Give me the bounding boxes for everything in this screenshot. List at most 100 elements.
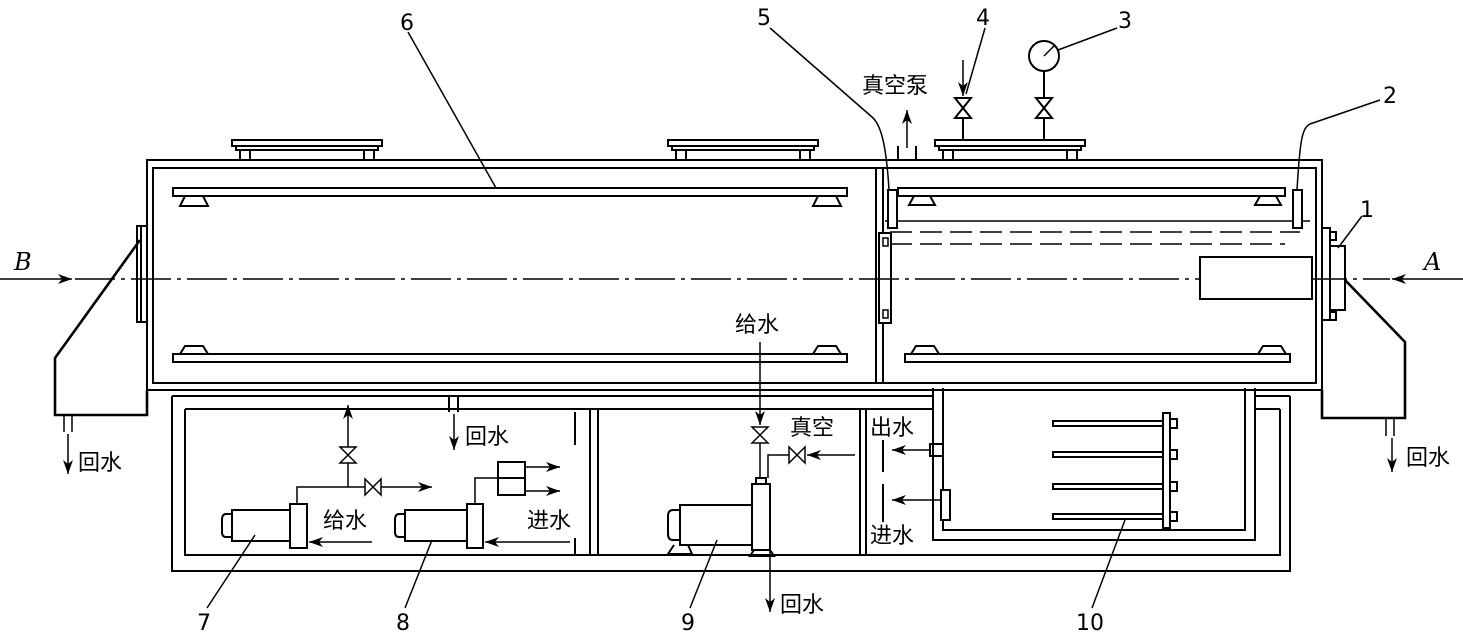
liquid-level: [885, 220, 1310, 245]
tank-10-in-label: 进水: [870, 524, 914, 549]
tank-10-outlet-stub: [929, 443, 943, 457]
vacuum-pipe: [897, 146, 917, 160]
gauge-needle: [1043, 45, 1055, 57]
right-top-rail: [897, 187, 1286, 197]
frame-outline: [171, 395, 1291, 572]
tank-10-inlet-stub: [940, 489, 951, 521]
part-9-pump: 给水 真空 回水: [666, 313, 855, 618]
leader-6: [407, 31, 497, 189]
left-chamber-rails: [172, 187, 848, 363]
pump-9-head: [751, 483, 771, 551]
left-bottom-rail: [172, 353, 848, 363]
center-axis: B A: [0, 248, 1463, 284]
vessel-walls: [146, 159, 1323, 391]
pump-7-body: [221, 509, 291, 542]
flange-right: [934, 139, 1086, 160]
pump-7-head: [289, 503, 308, 549]
chamber-divider-door: [878, 232, 892, 324]
pump-7-horizontal-valve: [364, 477, 382, 497]
leader-8: [404, 539, 433, 609]
right-return-pipes: [1385, 418, 1395, 436]
pump-9-vacuum-label: 真空: [790, 416, 834, 441]
flange-left: [231, 139, 383, 160]
part-10-tank: 出水 进水: [870, 388, 1256, 549]
part-number-6: 6: [400, 11, 414, 36]
part-number-5: 5: [757, 6, 771, 31]
tank-10-out-label: 出水: [870, 416, 914, 441]
leader-10: [1091, 519, 1126, 609]
leader-3: [1057, 27, 1118, 51]
right-bottom-rail-supports: [909, 345, 1288, 355]
right-door-support: 回水: [1320, 227, 1450, 472]
valve-4-symbol: [952, 97, 974, 140]
part-8-pump: 进水: [394, 461, 571, 549]
right-door: [1321, 227, 1346, 321]
pump-8-head: [466, 503, 484, 549]
part-number-10: 10: [1076, 611, 1104, 633]
part-number-9: 9: [681, 611, 695, 633]
leader-5: [769, 27, 890, 191]
pump-9-vacuum-piping: [767, 454, 789, 478]
tank-10-comb: [1052, 412, 1178, 529]
vacuum-pump-port: 真空泵: [862, 74, 928, 160]
part-3-gauge: [1028, 40, 1060, 140]
top-flanges: [231, 139, 1086, 160]
part-number-7: 7: [197, 611, 211, 633]
pump-8-piping: [474, 477, 498, 504]
part-number-3: 3: [1118, 9, 1132, 34]
pump-9-body: [667, 504, 753, 546]
pump-9-vertical-valve: [750, 426, 770, 478]
left-door-support: 回水: [53, 225, 149, 476]
pump-9-horizontal-valve: [788, 445, 806, 465]
a-label: A: [1422, 248, 1441, 276]
right-bottom-rail: [904, 353, 1291, 363]
part-7-pump: 给水: [221, 405, 432, 549]
pump-7-vertical-valve: [338, 446, 358, 464]
leader-4: [965, 27, 986, 95]
part-numbers: 6 5 4 3 2 1 7 8 9 10: [197, 6, 1397, 633]
part-4-valve: [952, 60, 974, 140]
part-5-sensor: [887, 189, 898, 229]
gauge-valve-symbol: [1033, 71, 1055, 140]
left-bottom-rail-supports: [178, 345, 843, 355]
pump-8-separator: [497, 461, 526, 496]
left-top-rail-supports: [178, 195, 843, 207]
vacuum-pump-label: 真空泵: [862, 74, 928, 99]
pump-9-notch: [755, 477, 767, 484]
part-number-4: 4: [976, 6, 990, 31]
left-top-rail: [172, 187, 848, 197]
part-number-1: 1: [1360, 198, 1374, 223]
right-chamber-rails: [897, 187, 1291, 363]
leader-lines: [206, 27, 1381, 609]
divider-door-body: [878, 232, 892, 324]
b-label: B: [13, 248, 32, 276]
left-return-label: 回水: [78, 451, 122, 476]
pump-8-body: [394, 509, 468, 542]
part-2-sensor: [1292, 189, 1303, 229]
pump-7-feed-label: 给水: [323, 509, 367, 534]
mid-return-label: 回水: [465, 425, 509, 450]
lower-frame: 回水: [171, 395, 1291, 572]
left-support-bracket: [53, 239, 149, 417]
pump-8-inlet-label: 进水: [527, 509, 571, 534]
right-top-rail-supports: [907, 195, 1283, 206]
flange-middle: [667, 139, 819, 160]
right-return-label: 回水: [1406, 446, 1450, 471]
left-return-pipes: [63, 415, 73, 432]
vessel-shell: [146, 159, 1323, 391]
part-number-2: 2: [1383, 84, 1397, 109]
leader-2: [1296, 99, 1381, 191]
part-1-cylinder: [1199, 256, 1313, 300]
pump-9-feet: [666, 544, 776, 557]
mid-return-stub: [448, 396, 459, 412]
pump-9-feed-label: 给水: [735, 313, 779, 338]
leader-7: [206, 534, 256, 609]
divider-door-bolts: [882, 237, 889, 319]
tank-10-walls: [932, 388, 1256, 541]
left-door: [136, 225, 148, 323]
pump-9-return-label: 回水: [780, 593, 824, 618]
right-support-bracket: [1320, 279, 1407, 420]
leader-9: [689, 539, 718, 609]
leader-1: [1337, 215, 1363, 249]
